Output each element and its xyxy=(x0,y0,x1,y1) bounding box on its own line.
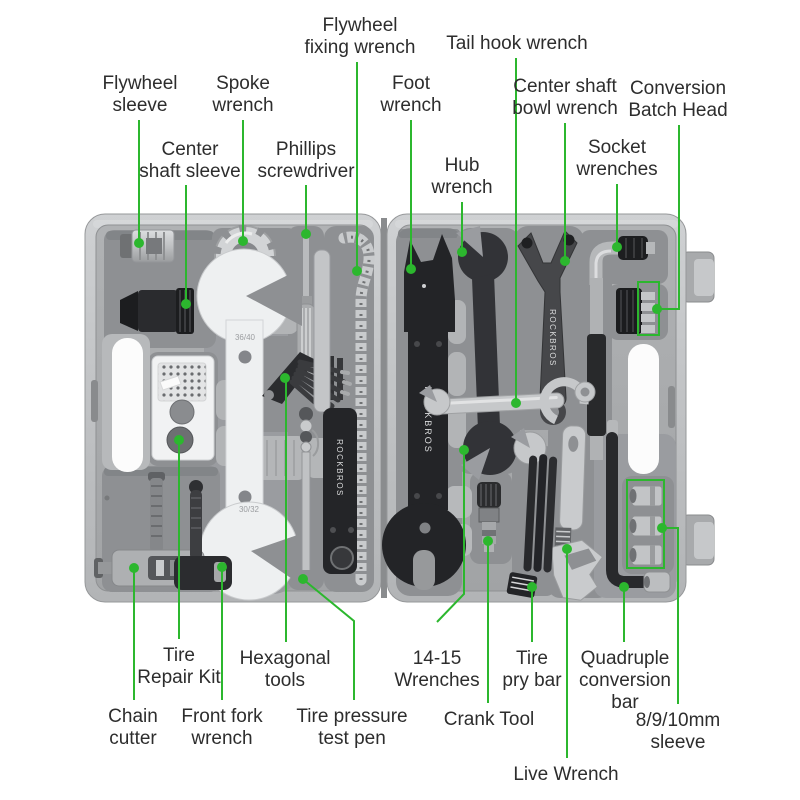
tool-flywheel-sleeve xyxy=(120,229,175,263)
leader-dots xyxy=(129,229,667,592)
label-crank-tool: Crank Tool xyxy=(443,709,535,730)
label-live-wrench: Live Wrench xyxy=(513,764,619,785)
label-tire-pry-bar: Tire pry bar xyxy=(502,648,562,691)
tool-tire-repair-kit xyxy=(151,355,215,461)
tool-socket-wrench xyxy=(587,236,655,460)
label-phillips-screwdriver: Phillips screwdriver xyxy=(257,139,355,182)
tool-foot-wrench: ROCKBROS xyxy=(382,234,466,590)
label-tire-repair-kit: Tire Repair Kit xyxy=(137,645,221,688)
tool-live-wrench xyxy=(551,425,604,601)
tool-sleeves-8-9-10 xyxy=(629,485,663,566)
tool-tire-pressure-test-pen xyxy=(299,407,320,580)
foot-wrench-brand-text: ROCKBROS xyxy=(423,386,433,454)
chain-whip-brand-text: ROCKBROS xyxy=(335,439,344,497)
label-flywheel-fixing-wrench: Flywheel fixing wrench xyxy=(304,15,416,58)
tool-multi-bit-driver xyxy=(174,480,232,590)
case-latches xyxy=(681,251,715,566)
label-center-shaft-bowl-wrench: Center shaft bowl wrench xyxy=(512,76,618,119)
label-center-shaft-sleeve: Center shaft sleeve xyxy=(139,139,241,182)
wrench-size-top: 36/40 xyxy=(235,333,256,342)
label-conversion-batch-head: Conversion Batch Head xyxy=(628,78,728,121)
label-quadruple-conversion-bar: Quadruple conversion bar xyxy=(579,648,671,713)
label-chain-cutter: Chain cutter xyxy=(108,706,158,749)
label-hexagonal-tools: Hexagonal tools xyxy=(239,648,331,691)
label-spoke-wrench: Spoke wrench xyxy=(212,73,274,116)
label-tire-pressure-test-pen: Tire pressure test pen xyxy=(296,706,408,749)
label-front-fork-wrench: Front fork wrench xyxy=(181,706,263,749)
label-foot-wrench: Foot wrench xyxy=(380,73,442,116)
label-socket-wrenches: Socket wrenches xyxy=(576,137,658,180)
tool-tail-hook-wrench xyxy=(419,377,596,465)
label-hub-wrench: Hub wrench xyxy=(431,155,493,198)
label-14-15-wrenches: 14-15 Wrenches xyxy=(394,648,480,691)
tool-center-shaft-sleeve xyxy=(120,288,194,334)
label-8-9-10mm-sleeve: 8/9/10mm sleeve xyxy=(635,710,721,753)
tool-quadruple-conversion-bar xyxy=(606,420,671,593)
leader-lines xyxy=(133,58,680,758)
label-flywheel-sleeve: Flywheel sleeve xyxy=(102,73,178,116)
wrench-size-bottom: 30/32 xyxy=(239,505,260,514)
tool-tire-pry-bar xyxy=(506,454,558,598)
tool-hub-wrench xyxy=(456,226,517,480)
label-tail-hook-wrench: Tail hook wrench xyxy=(446,33,588,54)
y-tool-brand-text: ROCKBROS xyxy=(548,309,557,367)
case-hinge-seam xyxy=(381,218,387,598)
